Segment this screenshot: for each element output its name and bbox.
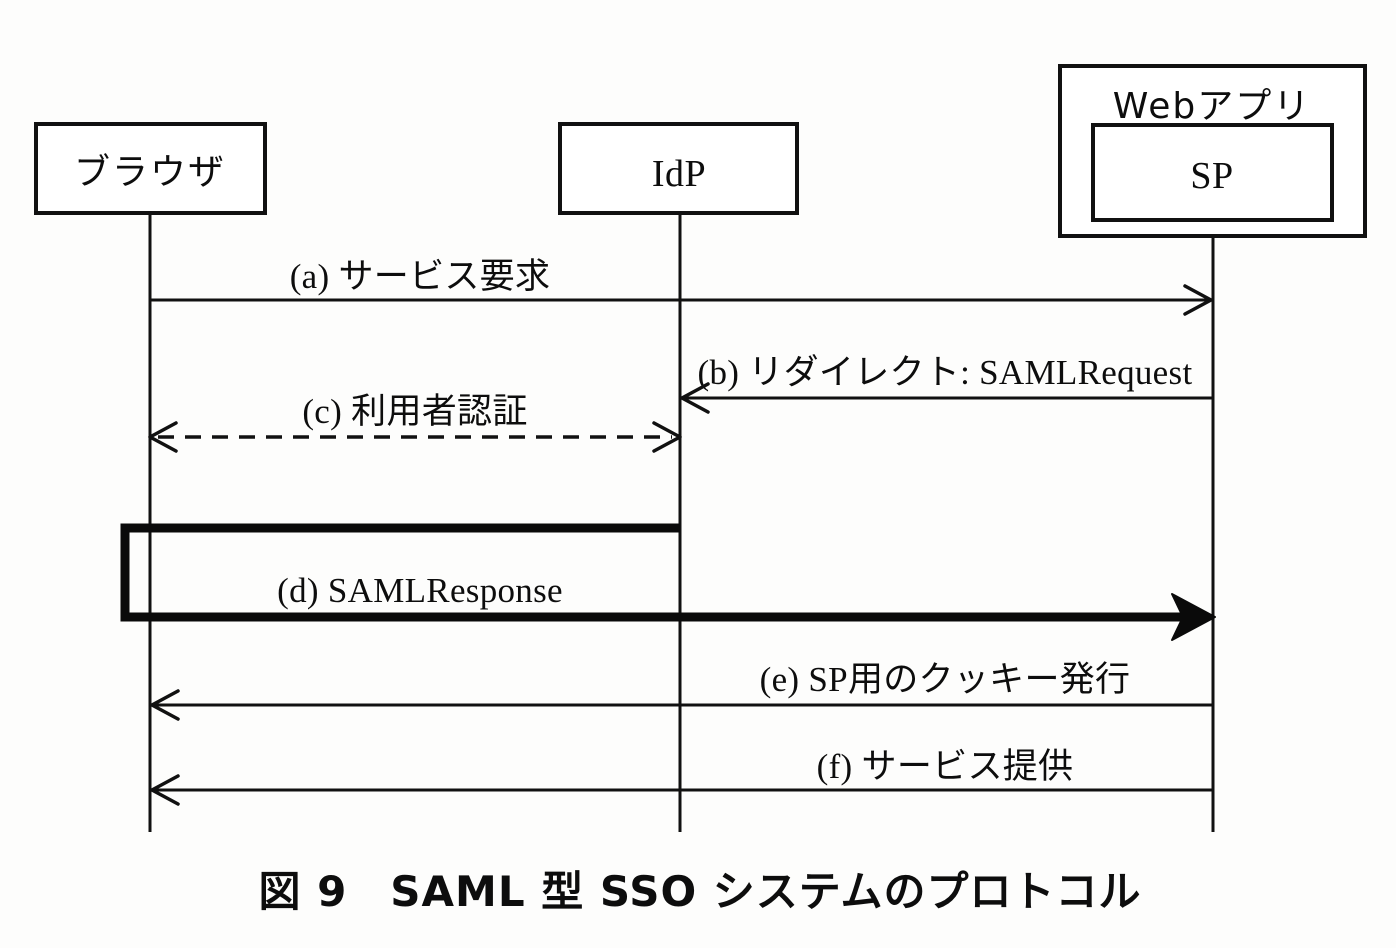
message-d-label: (d) SAMLResponse xyxy=(277,571,563,610)
message-d-path xyxy=(120,523,1188,622)
participant-browser[interactable]: ブラウザ xyxy=(34,122,267,215)
message-d[interactable]: (d) SAMLResponse xyxy=(120,523,1216,641)
browser-label: ブラウザ xyxy=(74,152,226,193)
sp-label: SP xyxy=(1190,155,1233,197)
arrowhead-left-icon xyxy=(150,774,180,806)
idp-box xyxy=(558,122,799,215)
arrowhead-left-icon xyxy=(680,382,710,414)
message-e-label: (e) SP用のクッキー発行 xyxy=(760,660,1131,699)
participant-sp[interactable]: SP xyxy=(1091,123,1334,222)
message-a-label: (a) サービス要求 xyxy=(290,257,551,296)
message-c-label: (c) 利用者認証 xyxy=(302,392,527,431)
participant-idp[interactable]: IdP xyxy=(558,122,799,215)
arrowhead-left-icon xyxy=(148,421,178,453)
message-f-label: (f) サービス提供 xyxy=(817,747,1074,786)
arrowhead-right-thick-icon xyxy=(1171,593,1216,641)
message-a[interactable]: (a) サービス要求 xyxy=(150,257,1213,316)
arrowhead-left-icon xyxy=(150,689,180,721)
message-e[interactable]: (e) SP用のクッキー発行 xyxy=(150,660,1213,721)
message-c[interactable]: (c) 利用者認証 xyxy=(148,392,682,453)
webapp-label: Webアプリ xyxy=(1113,86,1312,127)
arrowhead-right-icon xyxy=(652,421,682,453)
sp-box xyxy=(1091,123,1334,222)
message-b[interactable]: (b) リダイレクト: SAMLRequest xyxy=(680,353,1213,414)
message-b-label: (b) リダイレクト: SAMLRequest xyxy=(698,353,1193,392)
idp-label: IdP xyxy=(652,153,706,195)
message-f[interactable]: (f) サービス提供 xyxy=(150,747,1213,806)
browser-box xyxy=(34,122,267,215)
arrowhead-right-icon xyxy=(1183,284,1213,316)
participant-webapp[interactable]: Webアプリ SP xyxy=(1058,64,1367,238)
figure-caption: 図 9 SAML 型 SSO システムのプロトコル xyxy=(258,867,1141,916)
